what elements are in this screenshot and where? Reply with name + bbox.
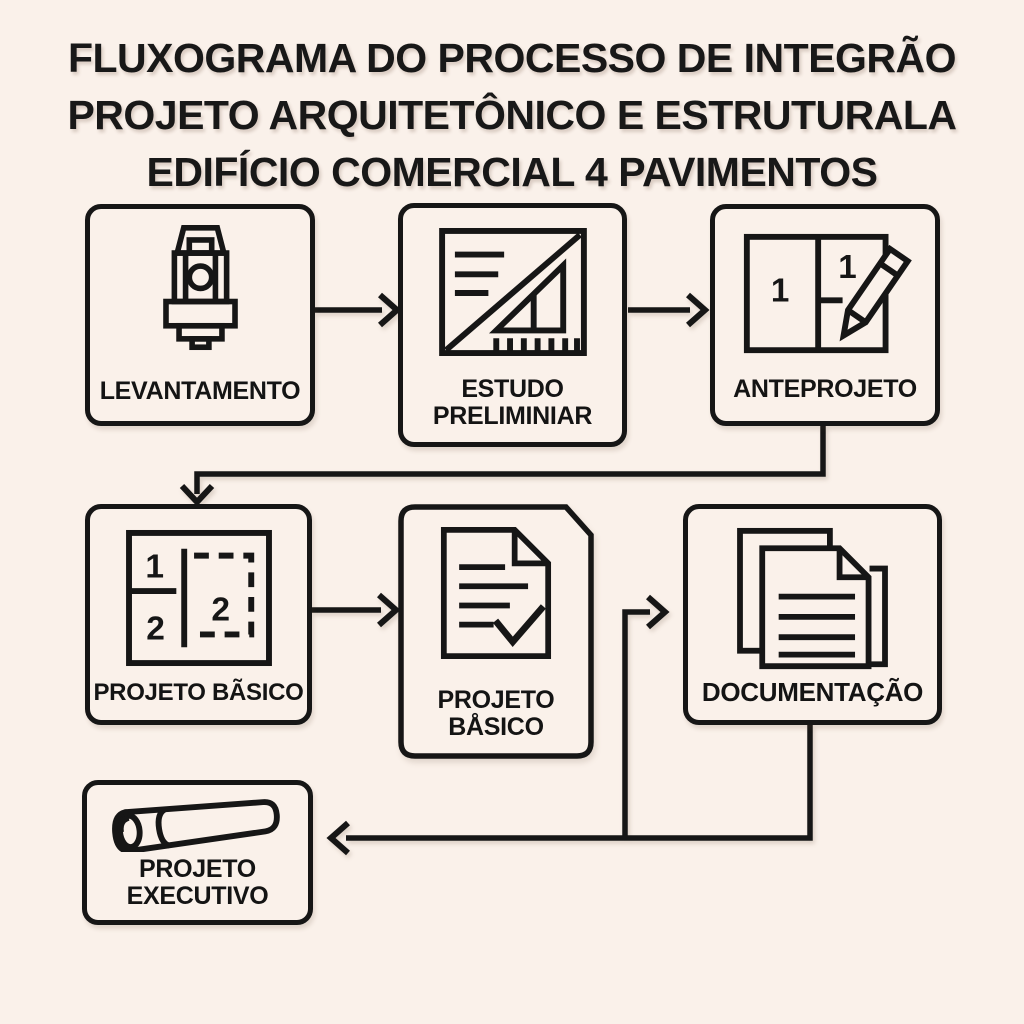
pencil-icon bbox=[839, 244, 912, 342]
rolled-drawing-icon bbox=[111, 799, 280, 852]
diagram-title: FLUXOGRAMA DO PROCESSO DE INTEGRÃO PROJE… bbox=[0, 30, 1024, 201]
room-number: 2 bbox=[211, 592, 230, 629]
node-label: DOCUMENTAÇÃO bbox=[701, 676, 924, 707]
node-estudo-preliminar: ESTUDO PRELIMINIAR bbox=[398, 203, 627, 447]
stacked-documents-icon bbox=[737, 527, 888, 670]
connector-branch-documentacao bbox=[622, 609, 650, 838]
title-line-2: PROJETO ARQUITETÔNICO E ESTRUTURALA bbox=[67, 92, 957, 138]
drafting-square-icon bbox=[438, 228, 587, 356]
room-number: 2 bbox=[146, 610, 165, 647]
title-line-3: EDIFÍCIO COMERCIAL 4 PAVIMENTOS bbox=[146, 149, 878, 195]
node-label: PROJETO BÃSICO bbox=[93, 679, 304, 707]
node-anteprojeto: 1 1 ANTEPROJETO bbox=[710, 204, 940, 426]
title-line-1: FLUXOGRAMA DO PROCESSO DE INTEGRÃO bbox=[67, 35, 957, 81]
node-levantamento: LEVANTAMENTO bbox=[85, 204, 315, 426]
document-shaped-box bbox=[398, 504, 594, 759]
floor-plan-rooms-icon: 1 2 2 bbox=[125, 529, 272, 667]
room-number: 1 bbox=[771, 272, 789, 309]
node-label: ANTEPROJETO bbox=[733, 375, 917, 403]
node-projeto-executivo: PROJETO EXECUTIVO bbox=[82, 780, 313, 925]
room-number: 1 bbox=[145, 548, 164, 585]
arrowhead-down-icon bbox=[179, 483, 215, 507]
arrowhead-right-icon bbox=[646, 594, 670, 630]
node-label: ESTUDO PRELIMINIAR bbox=[432, 375, 593, 430]
connector-documentacao-executivo bbox=[346, 725, 813, 841]
node-label: PROJETO BÅSICO bbox=[437, 686, 555, 741]
connector-anteprojeto-projeto-basico bbox=[194, 426, 826, 494]
arrowhead-right-icon bbox=[377, 592, 401, 628]
node-documentacao: DOCUMENTAÇÃO bbox=[683, 504, 942, 725]
arrowhead-right-icon bbox=[378, 292, 402, 328]
floor-plan-pencil-icon: 1 1 bbox=[743, 233, 912, 354]
arrowhead-left-icon bbox=[326, 820, 350, 856]
room-number: 1 bbox=[838, 249, 856, 286]
node-label: LEVANTAMENTO bbox=[99, 377, 301, 405]
total-station-icon bbox=[162, 225, 238, 351]
node-projeto-basico-doc: PROJETO BÅSICO bbox=[398, 504, 594, 759]
node-label: PROJETO EXECUTIVO bbox=[126, 855, 269, 910]
arrowhead-right-icon bbox=[686, 292, 710, 328]
node-projeto-basico-planta: 1 2 2 PROJETO BÃSICO bbox=[85, 504, 312, 725]
document-check-icon bbox=[440, 526, 552, 660]
